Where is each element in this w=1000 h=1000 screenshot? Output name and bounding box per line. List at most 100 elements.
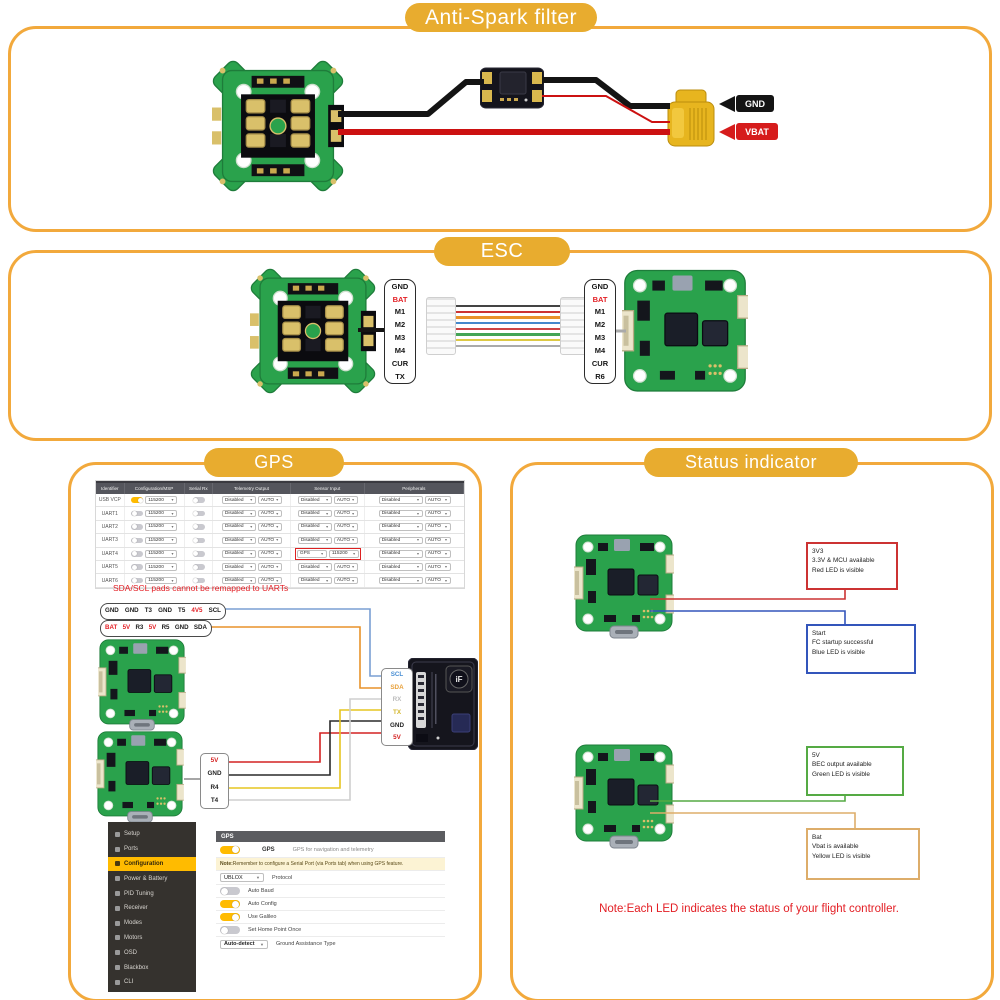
sidebar-item-setup[interactable]: Setup (108, 827, 196, 842)
flight-controller-illustration (96, 730, 184, 823)
dropdown[interactable]: 115200▼ (328, 550, 359, 558)
toggle[interactable] (131, 551, 144, 557)
dropdown[interactable]: 115200▼ (145, 550, 178, 558)
dropdown[interactable]: Disabled▼ (297, 509, 332, 518)
chevron-down-icon: ▼ (325, 498, 329, 503)
chevron-down-icon: ▼ (275, 498, 279, 503)
sidebar-item-receiver[interactable]: Receiver (108, 901, 196, 916)
dropdown[interactable]: AUTO▼ (424, 563, 451, 571)
dropdown[interactable]: 115200▼ (145, 576, 178, 585)
dropdown[interactable]: Disabled▼ (221, 523, 256, 531)
gps-panel-header: GPS (216, 831, 445, 842)
dropdown[interactable]: AUTO▼ (424, 496, 451, 504)
dropdown[interactable]: Disabled▼ (221, 576, 256, 585)
dropdown[interactable]: AUTO▼ (333, 576, 358, 585)
pad-label: GND (158, 607, 172, 615)
dropdown[interactable]: AUTO▼ (424, 509, 451, 518)
dropdown[interactable]: Disabled▼ (378, 576, 423, 585)
toggle[interactable] (131, 537, 144, 544)
dropdown[interactable]: 115200▼ (145, 523, 178, 531)
dropdown[interactable]: Disabled▼ (297, 536, 332, 545)
toggle[interactable] (131, 564, 144, 570)
dropdown[interactable]: Disabled▼ (378, 496, 423, 504)
toggle[interactable] (192, 510, 205, 517)
dropdown[interactable]: Disabled▼ (297, 576, 332, 585)
dropdown[interactable]: AUTO▼ (424, 576, 451, 585)
toggle[interactable] (131, 577, 144, 584)
dropdown[interactable]: AUTO▼ (333, 496, 358, 504)
sidebar-item-ports[interactable]: Ports (108, 842, 196, 857)
dropdown[interactable]: AUTO▼ (257, 576, 282, 585)
dropdown[interactable]: Disabled▼ (297, 523, 332, 531)
sidebar-item-pid-tuning[interactable]: PID Tuning (108, 886, 196, 901)
sidebar-item-modes[interactable]: Modes (108, 916, 196, 931)
toggle[interactable] (131, 524, 144, 530)
dropdown[interactable]: AUTO▼ (333, 523, 358, 531)
gps-feature-toggle[interactable] (220, 845, 240, 854)
dropdown[interactable]: Disabled▼ (378, 550, 423, 558)
toggle[interactable] (131, 510, 144, 517)
toggle[interactable] (220, 926, 240, 934)
dropdown[interactable]: AUTO▼ (257, 536, 282, 545)
dropdown[interactable]: AUTO▼ (333, 509, 358, 518)
dropdown[interactable]: GPS▼ (296, 550, 327, 558)
sidebar-item-blackbox[interactable]: Blackbox (108, 960, 196, 975)
dropdown[interactable]: Disabled▼ (221, 536, 256, 545)
dropdown[interactable]: AUTO▼ (257, 509, 282, 518)
chevron-down-icon: ▼ (352, 551, 356, 556)
dropdown[interactable]: Disabled▼ (378, 509, 423, 518)
dropdown[interactable]: Disabled▼ (378, 563, 423, 571)
dropdown[interactable]: 115200▼ (145, 563, 178, 571)
dropdown[interactable]: Disabled▼ (221, 496, 256, 504)
dropdown[interactable]: Disabled▼ (378, 523, 423, 531)
dropdown[interactable]: 115200▼ (145, 536, 178, 545)
pad-label: SDA (193, 624, 207, 632)
pin-label: M3 (594, 333, 606, 343)
cable-wire (452, 321, 562, 325)
sidebar-item-cli[interactable]: CLI (108, 975, 196, 990)
pad-label: 5V (148, 624, 157, 632)
sidebar-item-label: Configuration (124, 860, 164, 867)
protocol-dropdown[interactable]: UBLOX▼ (220, 873, 264, 882)
dropdown[interactable]: AUTO▼ (333, 536, 358, 545)
dropdown[interactable]: AUTO▼ (257, 523, 282, 531)
setting-label: Auto Config (248, 901, 277, 907)
sidebar-item-motors[interactable]: Motors (108, 931, 196, 946)
dropdown[interactable]: Disabled▼ (297, 496, 332, 504)
sidebar-item-configuration[interactable]: Configuration (108, 856, 196, 872)
toggle[interactable] (192, 524, 205, 530)
chevron-down-icon: ▼ (416, 551, 420, 556)
esc-board-illustration (250, 268, 376, 394)
dropdown[interactable]: AUTO▼ (257, 550, 282, 558)
pin-label: CUR (591, 358, 609, 368)
dropdown[interactable]: 115200▼ (145, 496, 178, 504)
dropdown[interactable]: AUTO▼ (257, 563, 282, 571)
sidebar-item-osd[interactable]: OSD (108, 945, 196, 960)
dropdown[interactable]: Disabled▼ (221, 550, 256, 558)
dropdown[interactable]: AUTO▼ (424, 523, 451, 531)
vbat-tag: VBAT (736, 123, 778, 140)
toggle[interactable] (131, 497, 144, 503)
toggle[interactable] (220, 913, 240, 921)
dropdown[interactable]: AUTO▼ (333, 563, 358, 571)
toggle[interactable] (220, 887, 240, 895)
dropdown[interactable]: Disabled▼ (221, 509, 256, 518)
dropdown[interactable]: AUTO▼ (424, 550, 451, 558)
toggle[interactable] (192, 497, 205, 503)
pin-label: M1 (594, 307, 606, 317)
toggle[interactable] (192, 537, 205, 544)
ground-assistance-dropdown[interactable]: Auto-detect▼ (220, 939, 268, 949)
toggle[interactable] (220, 900, 240, 908)
toggle[interactable] (192, 564, 205, 570)
toggle[interactable] (192, 551, 205, 557)
dropdown[interactable]: Disabled▼ (221, 563, 256, 571)
dropdown[interactable]: 115200▼ (145, 509, 178, 518)
dropdown[interactable]: AUTO▼ (424, 536, 451, 545)
dropdown[interactable]: Disabled▼ (378, 536, 423, 545)
dropdown[interactable]: AUTO▼ (257, 496, 282, 504)
dropdown[interactable]: Disabled▼ (297, 563, 332, 571)
toggle[interactable] (192, 577, 205, 584)
sidebar-item-power-battery[interactable]: Power & Battery (108, 871, 196, 886)
